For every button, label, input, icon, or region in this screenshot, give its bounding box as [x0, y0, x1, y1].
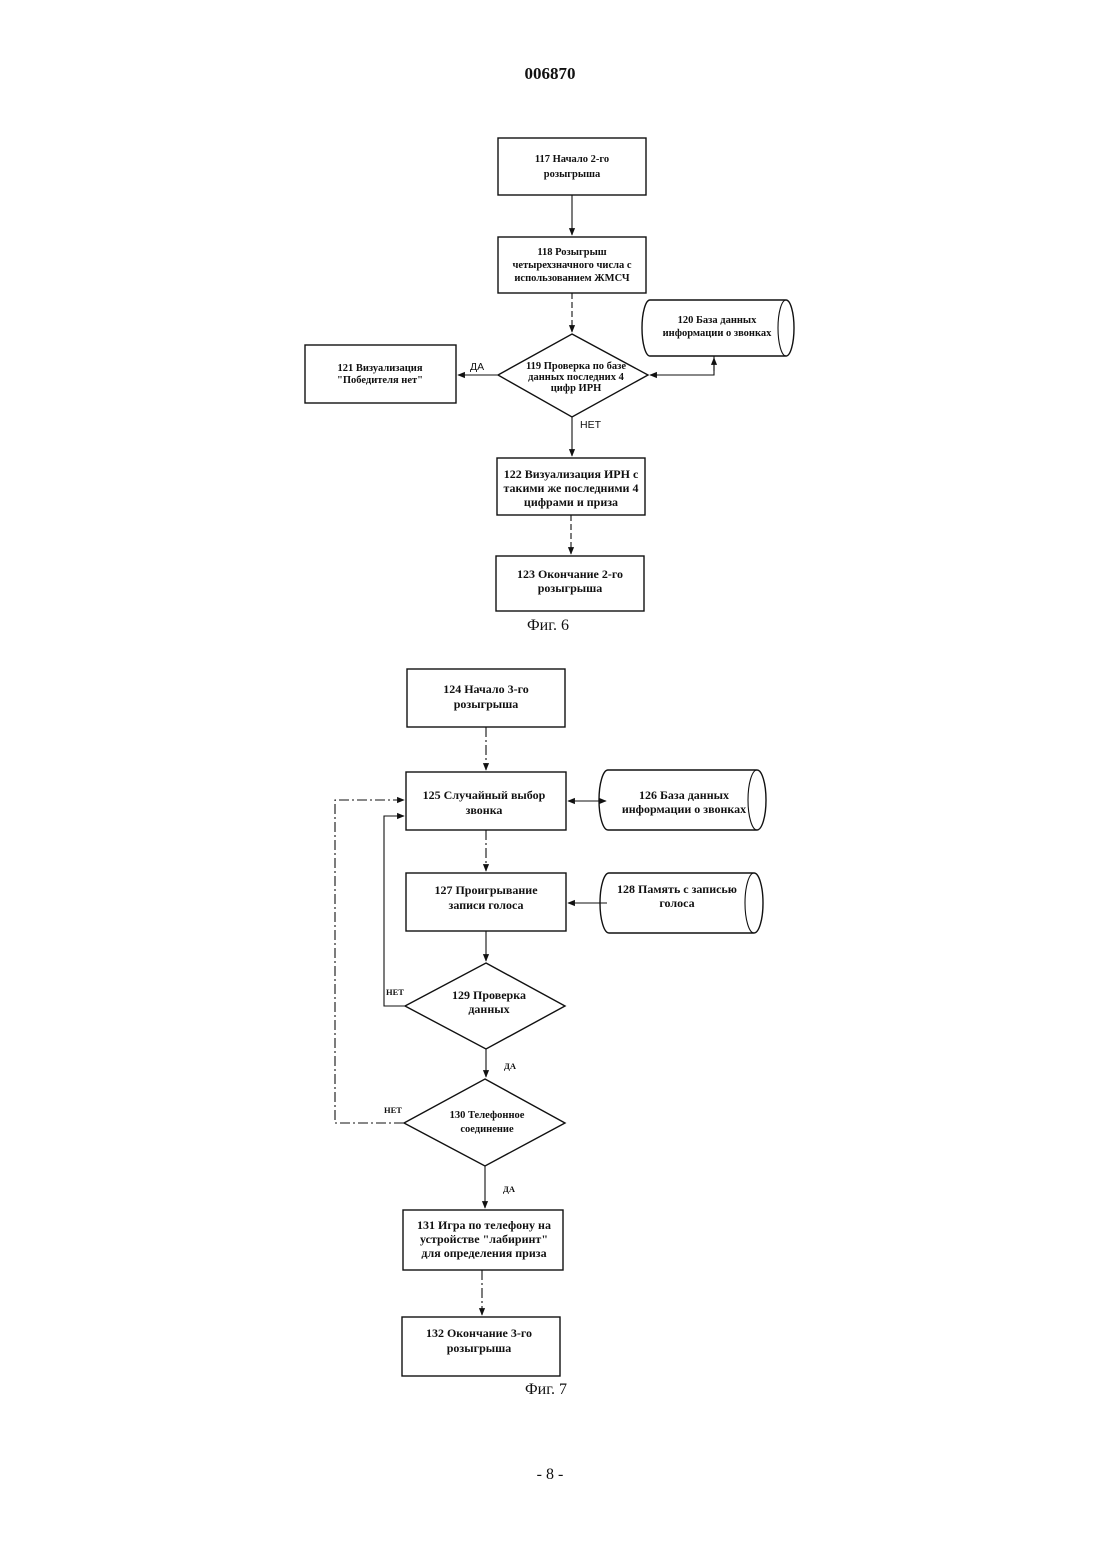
label-yes-119: ДА — [470, 361, 484, 373]
node-text-line: информации о звонках — [663, 328, 773, 339]
node-text-line: данных последних 4 — [528, 372, 624, 383]
node-text-line: 129 Проверка — [452, 988, 526, 1002]
node-text-line: 120 База данных — [678, 315, 758, 326]
figure-6: 117 Начало 2-го розыгрыша 118 Розыгрыш чет… — [305, 138, 794, 611]
node-text-line: 130 Телефонное — [450, 1110, 525, 1121]
node-text-line: 125 Случайный выбор — [423, 788, 546, 802]
node-117-start-draw-2 — [498, 138, 646, 195]
node-text-line: розыгрыша — [538, 581, 603, 595]
node-text-line: использованием ЖМСЧ — [514, 273, 630, 284]
node-text-line: 127 Проигрывание — [434, 883, 538, 897]
node-text-line: розыгрыша — [454, 697, 519, 711]
node-text-line: 126 База данных — [639, 788, 729, 802]
figure-7: 124 Начало 3-горозыгрыша 125 Случайный в… — [335, 669, 766, 1376]
node-text-line: розыгрыша — [544, 169, 601, 180]
node-131-text: 131 Игра по телефону наустройстве "лабир… — [417, 1218, 551, 1260]
edge-120-119 — [650, 356, 714, 375]
node-127-text: 127 Проигрываниезаписи голоса — [434, 883, 538, 912]
node-text-line: 121 Визуализация — [337, 363, 422, 374]
node-text-line: для определения приза — [421, 1246, 546, 1260]
node-121-text: 121 Визуализация"Победителя нет" — [337, 363, 423, 386]
page-number: - 8 - — [0, 1466, 1100, 1484]
edge-129-125-no — [384, 816, 405, 1006]
node-text-line: 118 Розыгрыш — [537, 247, 606, 258]
node-text-line: звонка — [466, 803, 503, 817]
node-text-line: 123 Окончание 2-го — [517, 567, 623, 581]
node-text-line: 128 Память с записью — [617, 882, 737, 896]
node-130-phone-connection — [404, 1079, 565, 1166]
label-no-119: НЕТ — [580, 419, 602, 431]
label-yes-129: ДА — [504, 1061, 517, 1071]
label-no-129: НЕТ — [386, 987, 404, 997]
node-text-line: такими же последними 4 — [504, 481, 639, 495]
node-text-line: цифрами и приза — [524, 495, 618, 509]
node-text-line: устройстве "лабиринт" — [420, 1232, 548, 1246]
label-no-130: НЕТ — [384, 1105, 402, 1115]
node-text-line: голоса — [659, 896, 694, 910]
label-yes-130: ДА — [503, 1184, 516, 1194]
node-124-text: 124 Начало 3-горозыгрыша — [443, 682, 529, 711]
node-121-no-winner — [305, 345, 456, 403]
node-text-line: 117 Начало 2-го — [535, 154, 609, 165]
node-text-line: записи голоса — [449, 898, 524, 912]
node-text-line: данных — [468, 1002, 509, 1016]
node-126-text: 126 База данныхинформации о звонках — [622, 788, 746, 816]
node-text-line: розыгрыша — [447, 1341, 512, 1355]
node-text-line: 132 Окончание 3-го — [426, 1326, 532, 1340]
node-text-line: 124 Начало 3-го — [443, 682, 529, 696]
figure-6-caption: Фиг. 6 — [527, 617, 569, 635]
node-text-line: соединение — [460, 1124, 514, 1135]
node-text-line: 122 Визуализация ИРН с — [504, 467, 639, 481]
figure-7-caption: Фиг. 7 — [525, 1381, 567, 1399]
node-text-line: 119 Проверка по базе — [526, 361, 626, 372]
node-text-line: цифр ИРН — [551, 383, 602, 394]
node-text-line: "Победителя нет" — [337, 375, 423, 386]
edge-130-125-no — [335, 800, 404, 1123]
node-text-line: информации о звонках — [622, 802, 746, 816]
node-text-line: четырехзначного числа с — [512, 260, 631, 271]
node-text-line: 131 Игра по телефону на — [417, 1218, 551, 1232]
